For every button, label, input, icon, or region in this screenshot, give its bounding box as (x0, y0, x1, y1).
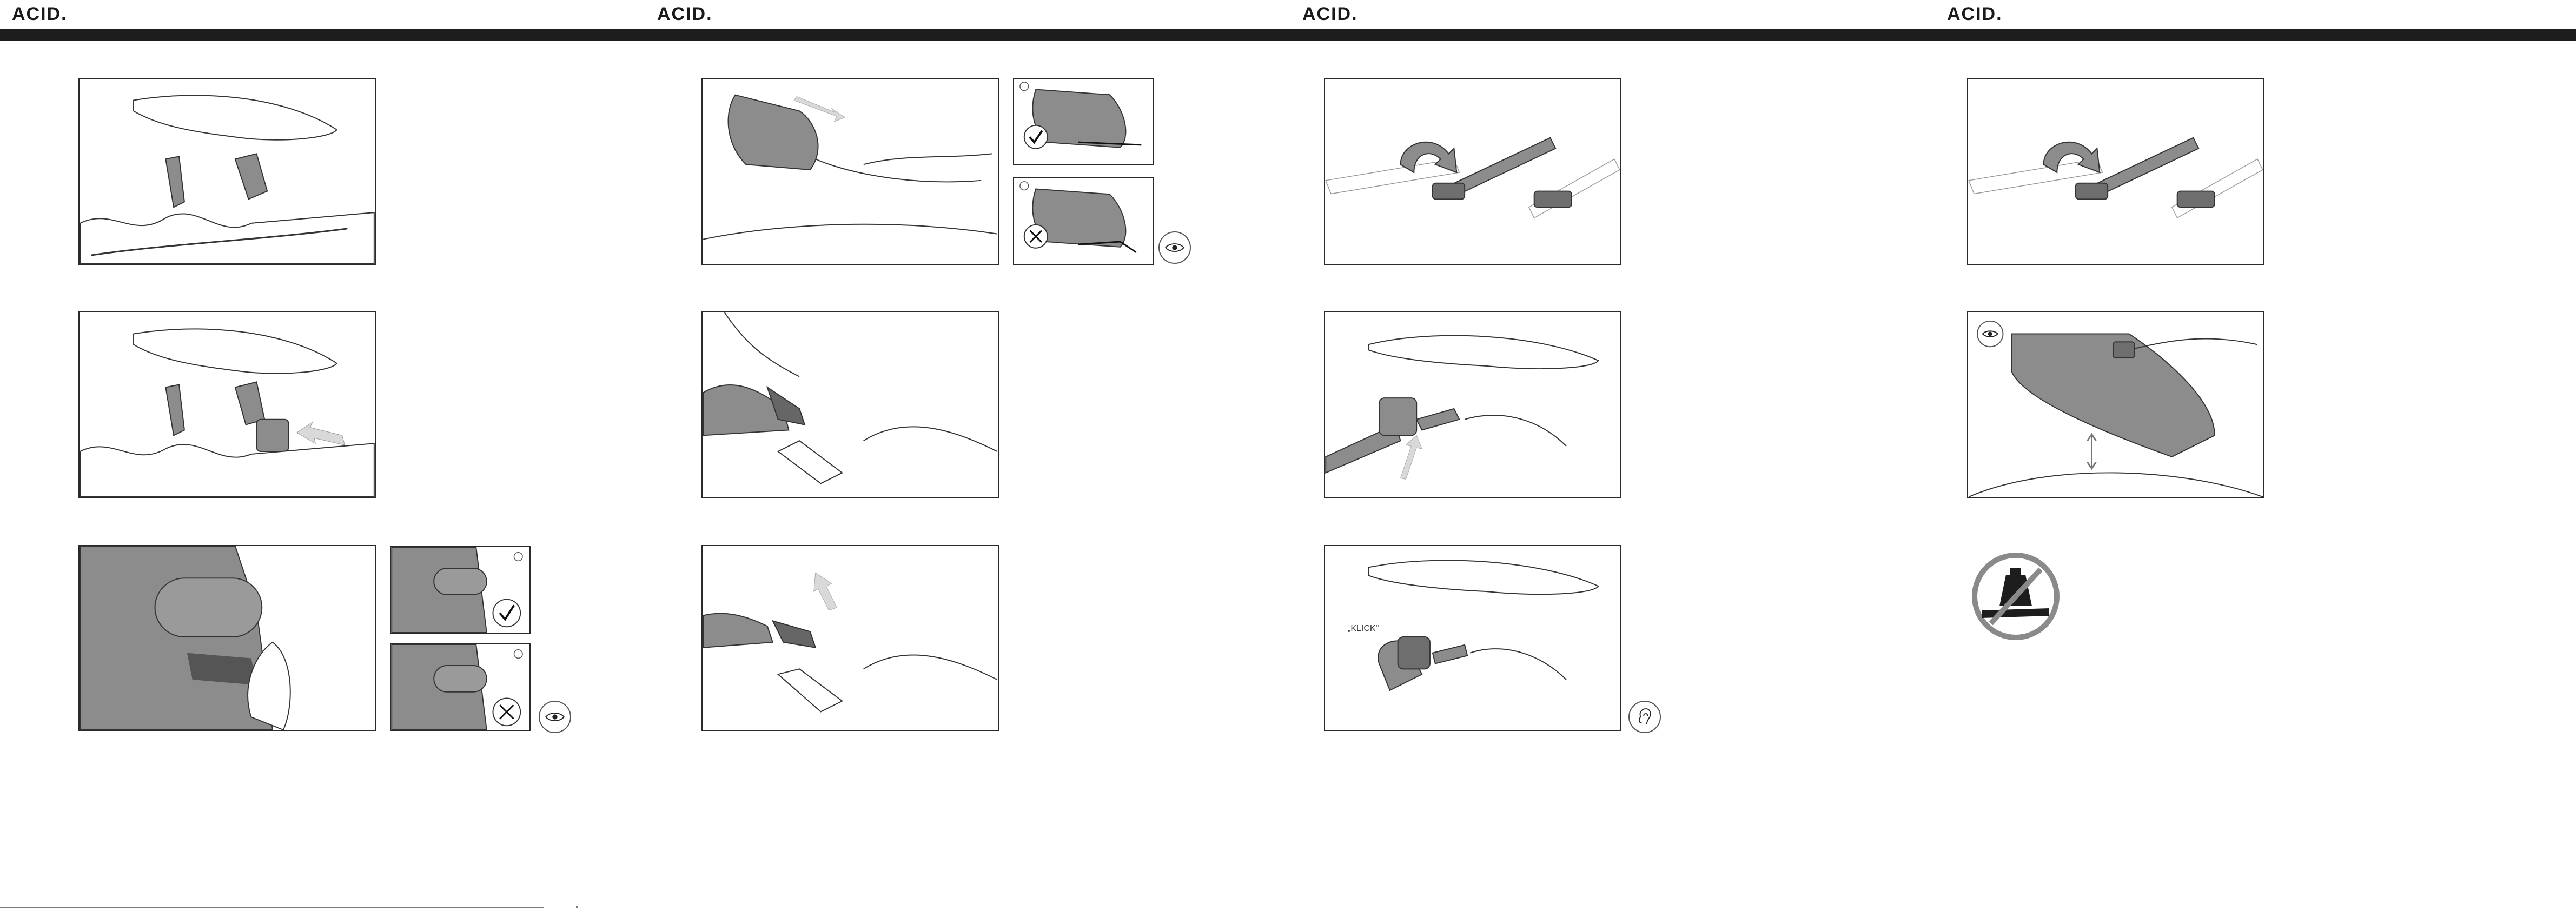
velcro-illustration (80, 546, 375, 730)
bag-clearance-illustration (1968, 312, 2263, 497)
correct-velcro-image (391, 547, 529, 633)
panel-bag-slide-under-saddle (701, 78, 999, 265)
panel-buckle-press (1324, 311, 1621, 498)
saddle-illustration (80, 79, 375, 264)
header-bar (0, 29, 2576, 41)
strap-thread-illustration (703, 546, 998, 730)
strap-fold-illustration (1325, 79, 1620, 264)
panel-saddle-buckle-insert (78, 311, 376, 498)
strap-pull-illustration (703, 312, 998, 497)
footer-rule (0, 907, 544, 908)
check-correct (390, 546, 531, 634)
brand-logo: ACID. (1947, 4, 2003, 24)
wrong-velcro-image (391, 644, 529, 730)
double-arrow-icon (2088, 434, 2096, 468)
ear-icon (1628, 701, 1661, 733)
panel-strap-thread (701, 545, 999, 731)
brand-logo: ACID. (12, 4, 68, 24)
buckle-illustration (80, 312, 375, 497)
correct-bag-image (1014, 79, 1153, 164)
panel-bag-clearance (1967, 311, 2264, 498)
eye-icon (539, 701, 571, 733)
bag-slide-illustration (703, 79, 998, 264)
footer-mark (576, 906, 578, 908)
no-heavy-load-icon (1971, 552, 2060, 641)
check-correct (1013, 78, 1154, 165)
brand-logo: ACID. (657, 4, 713, 24)
klick-label: „KLICK" (1348, 624, 1379, 634)
panel-strap-pull (701, 311, 999, 498)
check-wrong (390, 643, 531, 731)
brand-logo: ACID. (1302, 4, 1358, 24)
panel-strap-fold-repeat (1967, 78, 2264, 265)
check-wrong (1013, 177, 1154, 265)
buckle-click-illustration (1325, 546, 1620, 730)
panel-buckle-click: „KLICK" (1324, 545, 1621, 731)
buckle-press-illustration (1325, 312, 1620, 497)
panel-strap-fold (1324, 78, 1621, 265)
panel-bag-velcro-closeup (78, 545, 376, 731)
wrong-bag-image (1014, 178, 1153, 264)
panel-saddle-straps-view (78, 78, 376, 265)
eye-icon (1158, 231, 1191, 264)
strap-fold-repeat-illustration (1968, 79, 2263, 264)
